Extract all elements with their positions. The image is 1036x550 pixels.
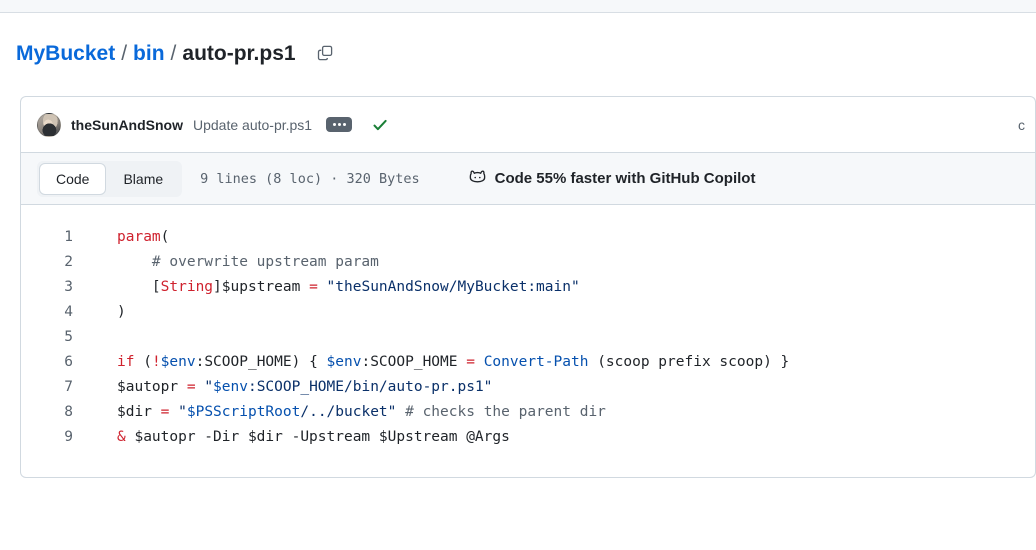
code-token: $autopr <box>117 379 187 395</box>
ellipsis-dot <box>342 123 346 126</box>
commit-message-link[interactable]: Update auto-pr.ps1 <box>193 116 313 133</box>
code-token: :SCOOP_HOME <box>361 354 467 370</box>
code-line: 3 [String]$upstream = "theSunAndSnow/MyB… <box>21 275 1035 300</box>
code-token: # checks the parent dir <box>396 404 606 420</box>
code-token: String <box>160 279 214 295</box>
code-blame-switch: Code Blame <box>37 160 183 197</box>
code-token: /bin/auto-pr.ps1" <box>344 379 493 395</box>
breadcrumb-separator-2: / <box>170 41 177 65</box>
code-token: = <box>160 404 170 420</box>
code-line-content[interactable]: $dir = "$PSScriptRoot/../bucket" # check… <box>89 400 606 425</box>
code-line: 2 # overwrite upstream param <box>21 250 1035 275</box>
code-token <box>475 354 484 370</box>
code-line-content[interactable]: ) <box>89 300 126 325</box>
code-line: 8 $dir = "$PSScriptRoot/../bucket" # chec… <box>21 400 1035 425</box>
code-line-content[interactable]: [String]$upstream = "theSunAndSnow/MyBuc… <box>89 275 580 300</box>
line-number[interactable]: 9 <box>64 429 73 445</box>
code-token: "theSunAndSnow/MyBucket:main" <box>326 279 580 295</box>
code-token: ]$upstream <box>213 279 310 295</box>
code-line-content[interactable]: & $autopr -Dir $dir -Upstream $Upstream … <box>89 425 510 450</box>
code-token: /../bucket" <box>300 404 397 420</box>
code-line: 7 $autopr = "$env:SCOOP_HOME/bin/auto-pr.… <box>21 375 1035 400</box>
line-number[interactable]: 1 <box>64 229 73 245</box>
copilot-icon <box>468 167 487 190</box>
breadcrumb: MyBucket / bin / auto-pr.ps1 <box>16 40 338 66</box>
tab-code[interactable]: Code <box>39 162 107 195</box>
ellipsis-dot <box>332 123 336 126</box>
file-toolbar: Code Blame 9 lines (8 loc) · 320 Bytes C… <box>20 152 1036 205</box>
code-token <box>196 379 205 395</box>
code-token: [ <box>117 279 161 295</box>
code-token: (scoop prefix scoop) } <box>588 354 790 370</box>
code-token: if <box>117 354 135 370</box>
line-number[interactable]: 7 <box>64 379 73 395</box>
code-line-content[interactable]: param( <box>89 225 169 250</box>
code-line: 4) <box>21 300 1035 325</box>
code-token: $dir <box>117 404 161 420</box>
code-token <box>169 404 178 420</box>
code-line-content[interactable]: if (!$env:SCOOP_HOME) { $env:SCOOP_HOME … <box>89 350 789 375</box>
file-meta-text: 9 lines (8 loc) · 320 Bytes <box>200 170 420 187</box>
code-token: $autopr -Dir $dir -Upstream $Upstream @A… <box>125 429 510 445</box>
code-token: & <box>117 429 126 445</box>
copy-path-icon[interactable] <box>312 40 338 66</box>
code-line: 9 & $autopr -Dir $dir -Upstream $Upstream… <box>21 425 1035 450</box>
code-token: ( <box>160 229 170 245</box>
code-line: 5 <box>21 325 1035 350</box>
code-token: param <box>117 229 161 245</box>
page-top-strip <box>0 0 1036 13</box>
code-token: ( <box>134 354 152 370</box>
line-number[interactable]: 3 <box>64 279 73 295</box>
avatar[interactable] <box>37 112 61 137</box>
breadcrumb-repo-link[interactable]: MyBucket <box>16 41 116 65</box>
code-line-content[interactable]: # overwrite upstream param <box>89 250 379 275</box>
line-number[interactable]: 6 <box>64 354 73 370</box>
line-number[interactable]: 5 <box>64 329 73 345</box>
commit-bar: theSunAndSnow Update auto-pr.ps1 c <box>20 96 1036 152</box>
breadcrumb-separator-1: / <box>121 41 128 65</box>
copilot-cta-button[interactable]: Code 55% faster with GitHub Copilot <box>468 167 756 190</box>
commit-author-link[interactable]: theSunAndSnow <box>71 116 183 133</box>
line-number[interactable]: 4 <box>64 304 73 320</box>
breadcrumb-file-name: auto-pr.ps1 <box>182 41 296 65</box>
tab-blame[interactable]: Blame <box>123 170 164 187</box>
code-token: Convert-Path <box>483 354 589 370</box>
code-token: :SCOOP_HOME) { <box>195 354 327 370</box>
commit-expand-button[interactable] <box>326 117 353 132</box>
code-token: $PSScriptRoot <box>186 404 301 420</box>
code-token: ) <box>117 304 126 320</box>
code-line: 1 param( <box>21 225 1035 250</box>
code-token: # overwrite upstream param <box>117 254 379 270</box>
code-token: :SCOOP_HOME <box>247 379 344 395</box>
code-token: ! <box>151 354 161 370</box>
code-token: = <box>309 279 318 295</box>
check-icon[interactable] <box>372 117 388 133</box>
code-token: " <box>178 404 187 420</box>
code-token <box>318 279 327 295</box>
line-number[interactable]: 8 <box>64 404 73 420</box>
line-number[interactable]: 2 <box>64 254 73 270</box>
code-token: $env <box>160 354 196 370</box>
code-token: = <box>466 354 475 370</box>
code-token: " <box>204 379 214 395</box>
ellipsis-dot <box>337 123 341 126</box>
code-line-content[interactable]: $autopr = "$env:SCOOP_HOME/bin/auto-pr.p… <box>89 375 492 400</box>
code-token: $env <box>326 354 362 370</box>
copilot-cta-label: Code 55% faster with GitHub Copilot <box>494 170 756 187</box>
code-token: = <box>186 379 196 395</box>
breadcrumb-folder-link[interactable]: bin <box>133 41 165 65</box>
commit-history-text[interactable]: c <box>1018 116 1025 133</box>
code-token: $env <box>213 379 248 395</box>
